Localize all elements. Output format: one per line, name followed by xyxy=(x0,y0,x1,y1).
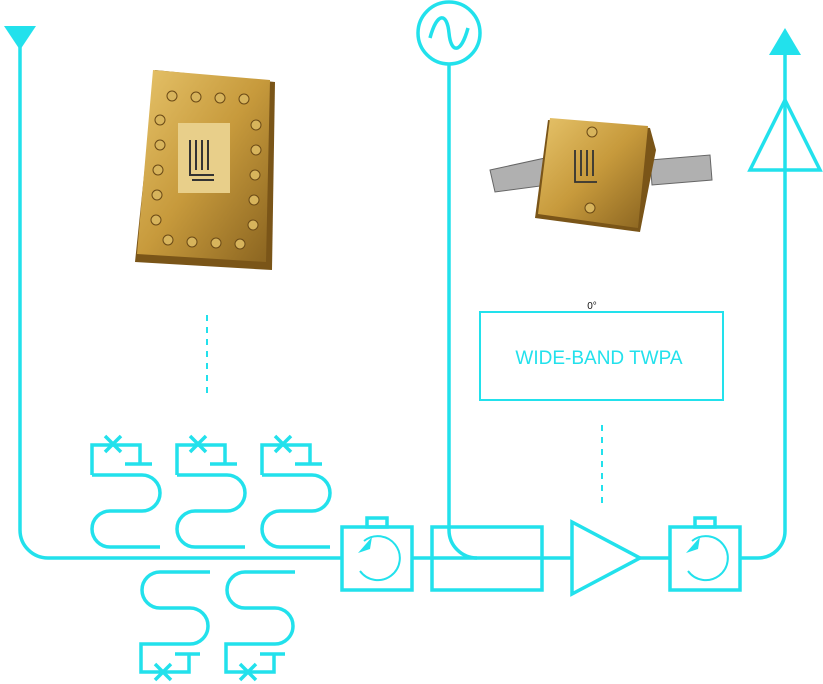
qubit-junction-icon xyxy=(90,434,162,549)
qubit-junction-icon xyxy=(224,570,297,682)
twpa-box xyxy=(479,311,724,401)
output-arrow-icon xyxy=(769,28,801,55)
circulator-icon xyxy=(668,516,742,592)
pump-source-icon xyxy=(416,0,482,66)
twpa-device-photo xyxy=(489,118,713,232)
input-arrow-icon xyxy=(4,26,36,50)
feedline xyxy=(18,45,342,560)
amplifier-icon xyxy=(747,96,823,172)
twpa-label: WIDE-BAND TWPA xyxy=(515,348,682,369)
qubit-junction-icon xyxy=(175,434,247,549)
amplifier-icon xyxy=(570,519,644,597)
phase-label: 0° xyxy=(587,301,597,312)
qubit-chip-photo xyxy=(135,70,275,270)
circulator-icon xyxy=(340,516,414,592)
qubit-junction-icon xyxy=(260,434,332,549)
qubit-junction-icon xyxy=(139,570,212,682)
